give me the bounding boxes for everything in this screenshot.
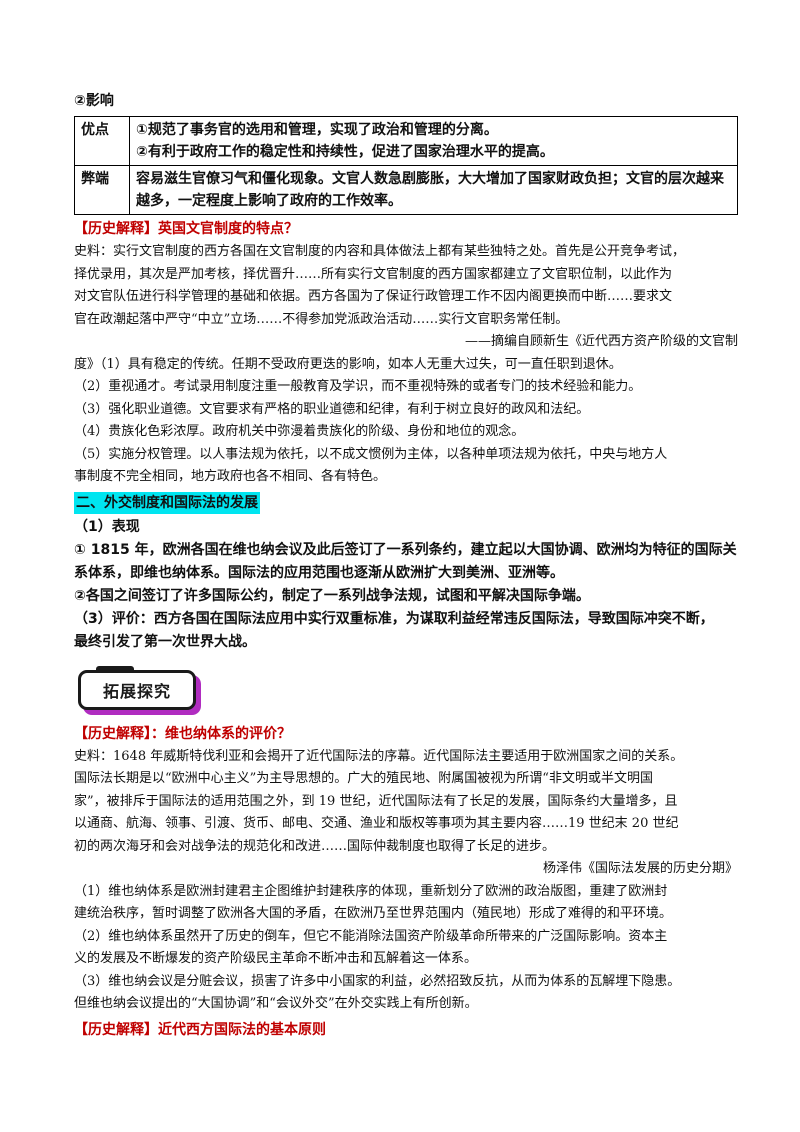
answer-line: 建统治秩序，暂时调整了欧洲各大国的矛盾，在欧洲乃至世界范围内（殖民地）形成了难得… [74, 906, 673, 921]
banner-tab-decoration [96, 665, 134, 672]
body-line: 最终引发了第一次世界大战。 [74, 633, 256, 650]
row-content: 容易滋生官僚习气和僵化现象。文官人数急剧膨胀，大大增加了国家财政负担；文官的层次… [129, 165, 738, 215]
body-line: 系体系，即维也纳体系。国际法的应用范围也逐渐从欧洲扩大到美洲、亚洲等。 [74, 564, 564, 581]
body-line: ① 1815 年，欧洲各国在维也纳会议及此后签订了一系列条约，建立起以大国协调、… [74, 541, 737, 558]
source-line: 对文官队伍进行科学管理的基础和依据。西方各国为了保证行政管理工作不因内阁更换而中… [74, 289, 673, 304]
row-line: ①规范了事务官的选用和管理，实现了政治和管理的分离。 [136, 122, 498, 138]
answer-line: （3）维也纳会议是分赃会议，损害了许多中小国家的利益，必然招致反抗，从而为体系的… [74, 973, 681, 989]
row-label: 弊端 [74, 165, 130, 215]
source-line: 家”，被排斥于国际法的适用范围之外，到 19 世纪，近代国际法有了长足的发展，国… [74, 793, 678, 809]
answer-line: 但维也纳会议提出的“大国协调”和“会议外交”在外交实践上有所创新。 [74, 996, 478, 1011]
source-line: 以通商、航海、领事、引渡、货币、邮电、交通、渔业和版权等事项为其主要内容……19… [74, 816, 679, 831]
body-line: ②各国之间签订了许多国际公约，制定了一系列战争法规，试图和平解决国际争端。 [74, 587, 590, 604]
banner-label: 拓展探究 [78, 669, 196, 710]
impact-heading: ②影响 [74, 93, 114, 109]
row-line: ②有利于政府工作的稳定性和持续性，促进了国家治理水平的提高。 [136, 144, 554, 160]
row-line: 越多，一定程度上影响了政府的工作效率。 [136, 193, 402, 209]
source-citation: 杨泽伟《国际法发展的历史分期》 [542, 861, 738, 876]
body-line: （3）评价：西方各国在国际法应用中实行双重标准，为谋取利益经常违反国际法，导致国… [74, 610, 714, 627]
answer-line: （5）实施分权管理。以人事法规为依托，以不成文惯例为主体，以各种单项法规为依托，… [74, 446, 668, 462]
source-line: 官在政潮起落中严守“中立”立场……不得参加党派政治活动……实行文官职务常任制。 [74, 311, 569, 327]
row-line: 容易滋生官僚习气和僵化现象。文官人数急剧膨胀，大大增加了国家财政负担；文官的层次… [136, 171, 724, 187]
answer-line: 义的发展及不断爆发的资产阶级民主革命不断冲击和瓦解着这一体系。 [74, 951, 478, 966]
source-citation: ——摘编自顾新生《近代西方资产阶级的文官制 [464, 334, 738, 349]
answer-line: （1）维也纳体系是欧洲封建君主企图维护封建秩序的体现，重新划分了欧洲的政治版图，… [74, 883, 668, 899]
source-block: 史料：1648 年威斯特伐利亚和会揭开了近代国际法的序幕。近代国际法主要适用于欧… [74, 746, 738, 1016]
row-label: 优点 [74, 116, 130, 166]
source-block: 史料：实行文官制度的西方各国在文官制度的内容和具体做法上都有某些独特之处。首先是… [74, 241, 738, 489]
answer-line: （2）重视通才。考试录用制度注重一般教育及学识，而不重视特殊的或者专门的技术经验… [74, 379, 642, 394]
table-row: 优点 ①规范了事务官的选用和管理，实现了政治和管理的分离。 ②有利于政府工作的稳… [74, 116, 738, 166]
table-row: 弊端 容易滋生官僚习气和僵化现象。文官人数急剧膨胀，大大增加了国家财政负担；文官… [74, 165, 738, 215]
history-explain-title: 【历史解释】近代西方国际法的基本原则 [74, 1021, 326, 1038]
extension-banner: 拓展探究 [78, 665, 196, 710]
source-line: 国际法长期是以“欧洲中心主义”为主导思想的。广大的殖民地、附属国被视为所谓“非文… [74, 771, 653, 786]
row-content: ①规范了事务官的选用和管理，实现了政治和管理的分离。 ②有利于政府工作的稳定性和… [129, 116, 738, 166]
section-body: （1）表现 ① 1815 年，欧洲各国在维也纳会议及此后签订了一系列条约，建立起… [74, 516, 738, 654]
body-line: （1）表现 [74, 518, 140, 535]
source-line: 初的两次海牙和会对战争法的规范化和改进……国际仲裁制度也取得了长足的进步。 [74, 838, 556, 854]
source-line: 史料：实行文官制度的西方各国在文官制度的内容和具体做法上都有某些独特之处。首先是… [74, 244, 686, 259]
source-line: 史料：1648 年威斯特伐利亚和会揭开了近代国际法的序幕。近代国际法主要适用于欧… [74, 748, 684, 764]
answer-line: （3）强化职业道德。文官要求有严格的职业道德和纪律，有利于树立良好的政风和法纪。 [74, 401, 590, 417]
answer-line: 事制度不完全相同，地方政府也各不相同、各有特色。 [74, 469, 387, 484]
history-explain-title: 【历史解释】英国文官制度的特点？ [74, 221, 298, 237]
document-page: ②影响 优点 ①规范了事务官的选用和管理，实现了政治和管理的分离。 ②有利于政府… [74, 90, 738, 1042]
source-line: 择优录用，其次是严加考核，择优晋升……所有实行文官制度的西方国家都建立了文官职位… [74, 266, 673, 282]
section-title: 二、外交制度和国际法的发展 [74, 491, 260, 514]
answer-line: 度》（1）具有稳定的传统。任期不受政府更迭的影响，如本人无重大过失，可一直任职到… [74, 356, 622, 372]
answer-line: （4）贵族化色彩浓厚。政府机关中弥漫着贵族化的阶级、身份和地位的观念。 [74, 424, 525, 439]
pros-cons-table: 优点 ①规范了事务官的选用和管理，实现了政治和管理的分离。 ②有利于政府工作的稳… [74, 116, 738, 215]
answer-line: （2）维也纳体系虽然开了历史的倒车，但它不能消除法国资产阶级革命所带来的广泛国际… [74, 928, 668, 944]
history-explain-title: 【历史解释】：维也纳体系的评价？ [74, 725, 291, 742]
